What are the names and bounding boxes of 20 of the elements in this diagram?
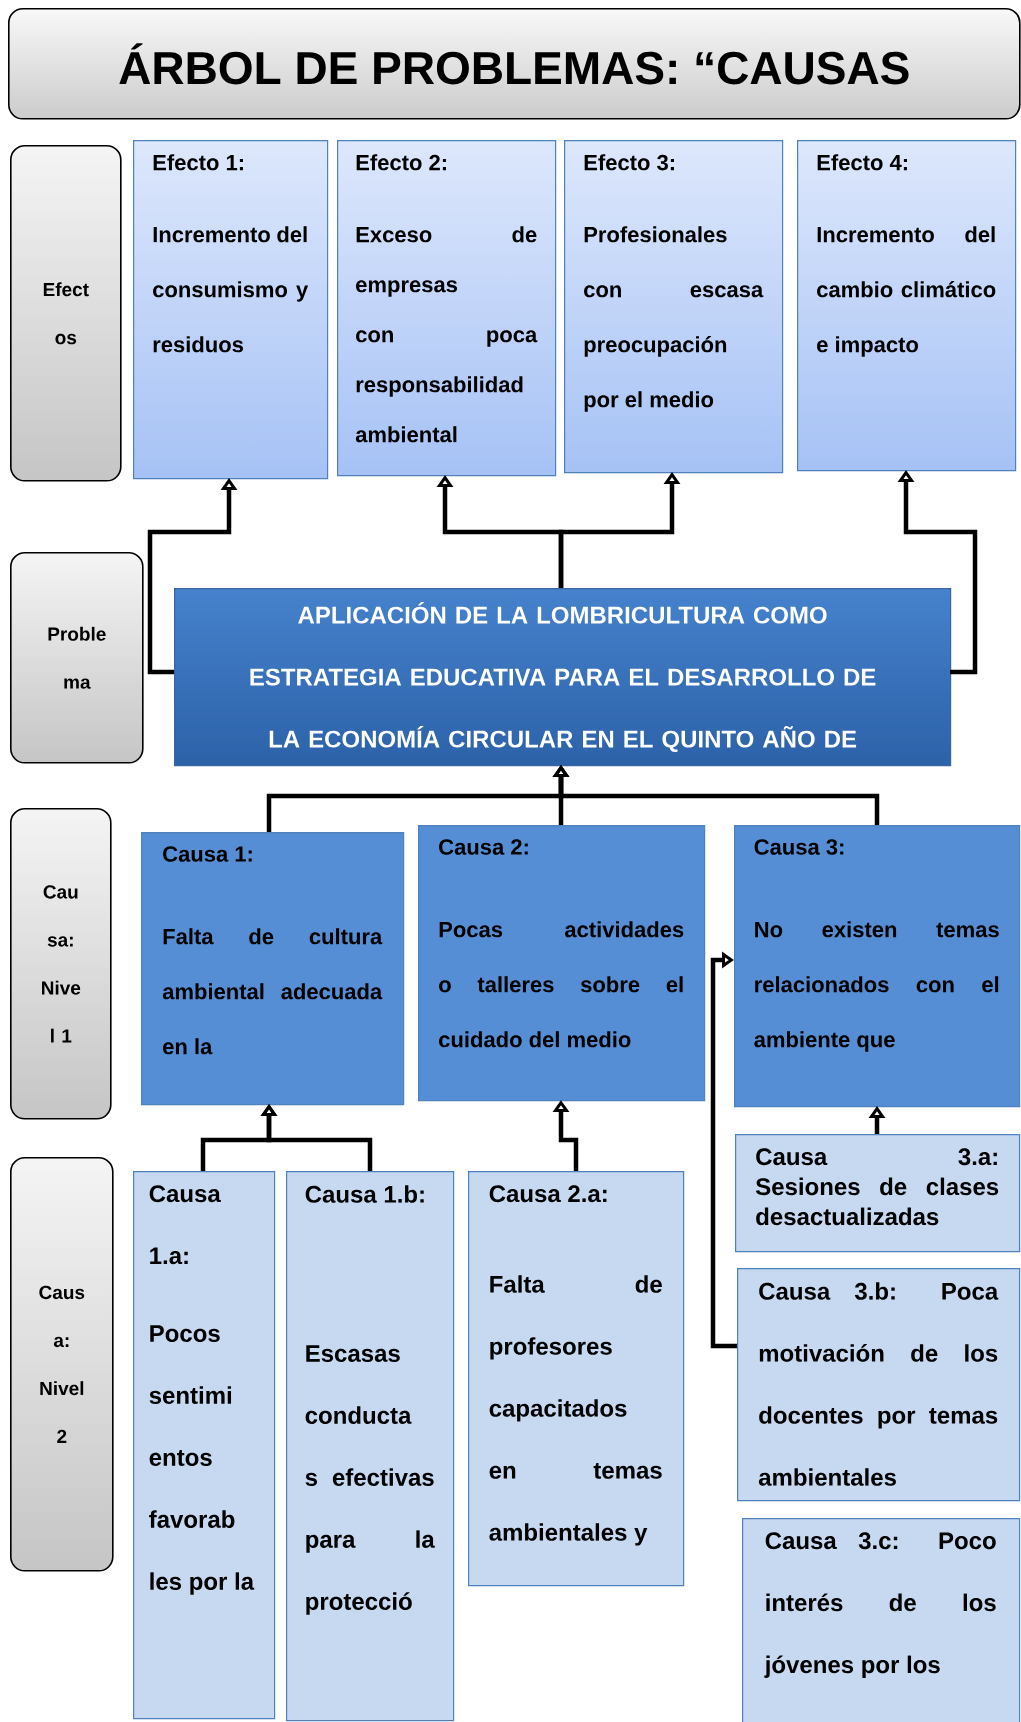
arrow bbox=[710, 951, 737, 1349]
cause-box: Causa 3.a: Sesiones de clases desactualizadas bbox=[735, 1134, 1021, 1253]
cause-box: Causa 2: Pocas actividades o talleres sobre el cuidado del medio bbox=[418, 825, 706, 1102]
level-label: Proble ma bbox=[10, 552, 144, 764]
cause-box: Causa 3.b: Poca motivación de los docentes por temas ambientales bbox=[737, 1268, 1021, 1502]
cause-box: Causa 3.c: Poco interés de los jóvenes por los bbox=[742, 1518, 1021, 1722]
problem-box: APLICACIÓN DE LA LOMBRICULTURA COMO ESTRATEGIA EDUCATIVA PARA EL DESARROLLO DE LA ECONOMÍA CIRCULAR EN EL QUINTO AÑO DE bbox=[174, 588, 952, 767]
level-label: Caus a: Nivel 2 bbox=[10, 1157, 114, 1572]
effect-box: Efecto 3: Profesionales con escasa preocupación por el medio bbox=[564, 140, 784, 474]
effect-box: Efecto 1: Incremento del consumismo y residuos bbox=[133, 140, 329, 480]
level-label: Cau sa: Nive l 1 bbox=[10, 808, 112, 1120]
title-banner: ÁRBOL DE PROBLEMAS: “CAUSAS bbox=[8, 8, 1021, 120]
cause-box: Causa 1.b: Escasas conducta s efectivas para la protecció bbox=[286, 1171, 455, 1722]
cause-box: Causa 1.a: Pocos sentimi entos favorab les por la bbox=[133, 1171, 276, 1720]
effect-box: Efecto 4: Incremento del cambio climático e impacto bbox=[797, 140, 1017, 472]
cause-box: Causa 2.a: Falta de profesores capacitados en temas ambientales y bbox=[468, 1171, 685, 1587]
cause-box: Causa 1: Falta de cultura ambiental adecuada en la bbox=[141, 832, 405, 1106]
cause-box: Causa 3: No existen temas relacionados con el ambiente que bbox=[734, 825, 1021, 1108]
effect-box: Efecto 2: Exceso de empresas con poca responsabilidad ambiental bbox=[337, 140, 557, 477]
level-label: Efect os bbox=[10, 145, 122, 482]
